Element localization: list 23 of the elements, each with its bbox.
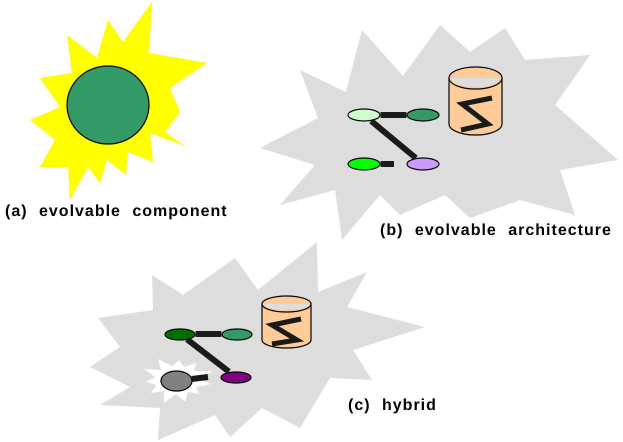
component-ellipse (347, 108, 381, 122)
connector-line (185, 337, 231, 374)
component-ellipse (406, 108, 440, 122)
starburst (30, 2, 207, 200)
connector-line (191, 374, 208, 382)
connector-line (380, 112, 406, 118)
component-ellipse (406, 157, 440, 171)
database-cylinder (261, 295, 312, 349)
node-label: (b) evolvable architecture (380, 222, 612, 240)
connector-line (196, 331, 222, 337)
node-label: (a) evolvable component (5, 203, 228, 221)
node-label: (c) hybrid (348, 397, 437, 415)
component-ellipse (221, 328, 253, 340)
starburst (260, 25, 618, 240)
connector-line (369, 118, 418, 160)
component-ellipse (220, 370, 252, 384)
connector-line (380, 161, 394, 167)
component-ellipse (347, 157, 381, 171)
component-ellipse (164, 328, 196, 340)
database-cylinder (448, 66, 503, 136)
component-ellipse (160, 370, 192, 392)
starburst (144, 359, 213, 403)
component-circle (66, 65, 150, 145)
